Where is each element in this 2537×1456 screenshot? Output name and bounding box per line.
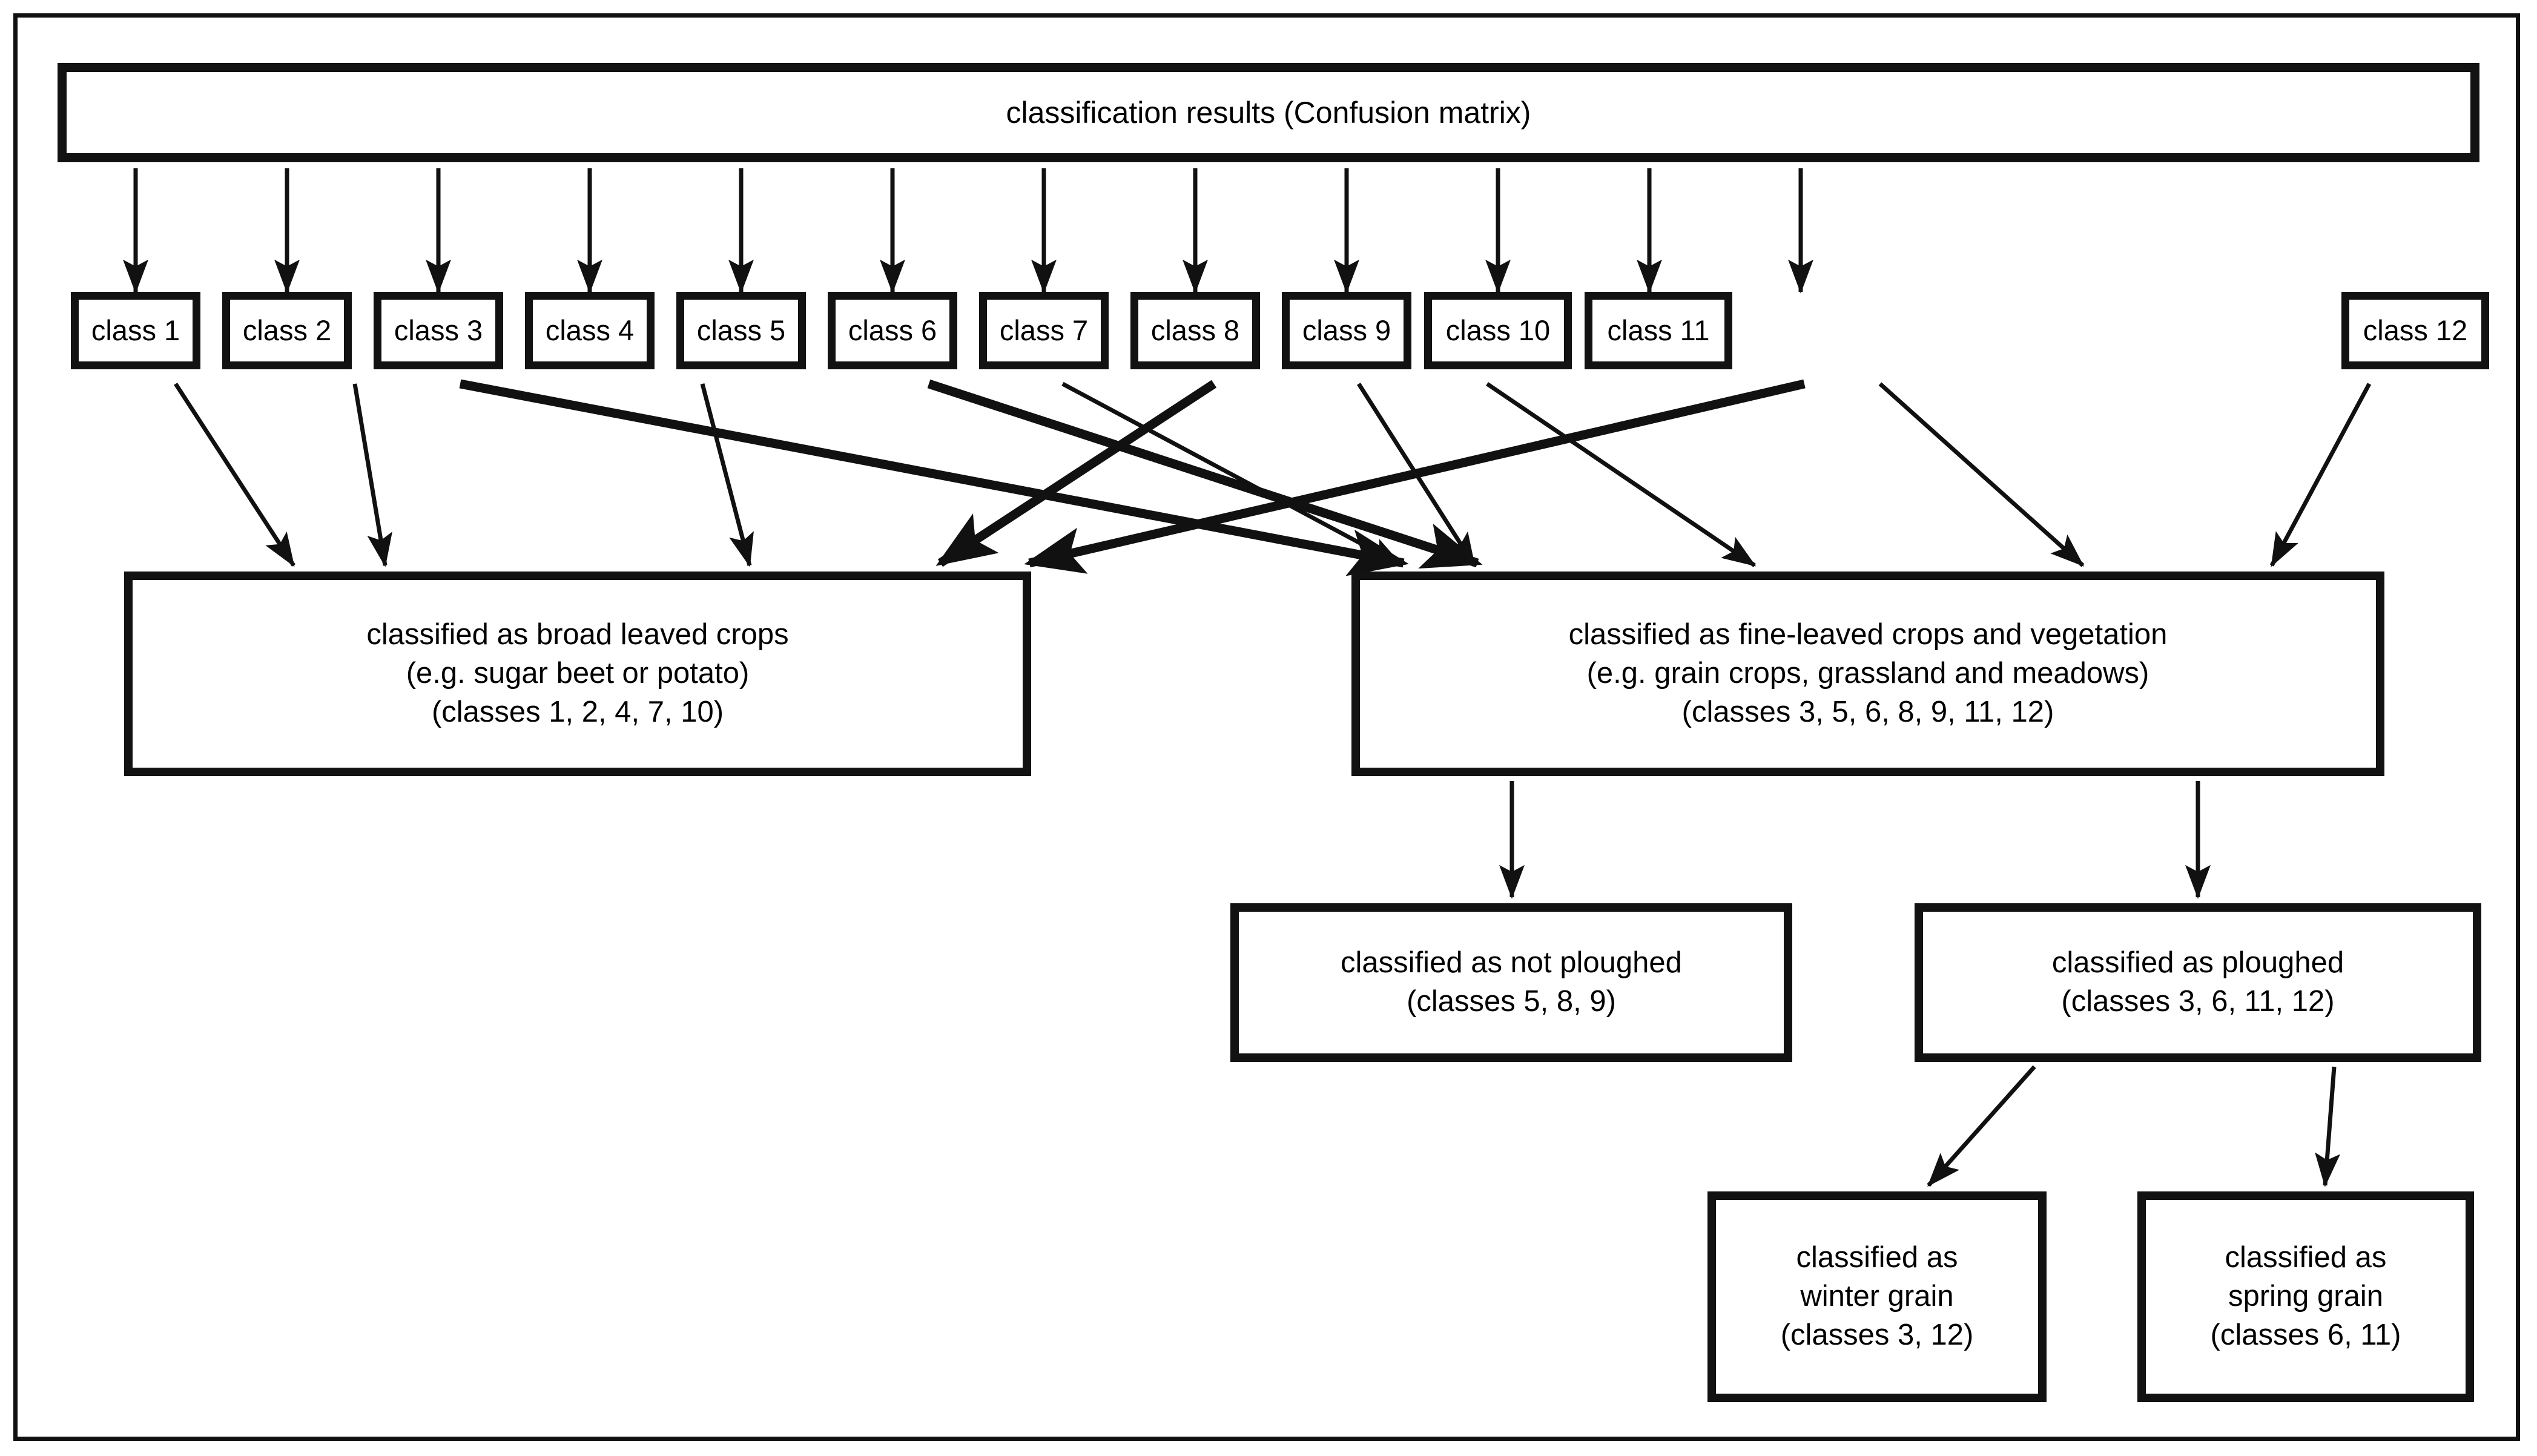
node-label: classified as ploughed (classes 3, 6, 11… [2051,946,2344,1018]
edge-c6-fine [1061,381,1404,568]
edge-c11-fine [1878,382,2085,567]
node-class-11[interactable]: class 11 [1585,292,1732,369]
node-class-1[interactable]: class 1 [71,292,200,369]
edge-class-to-broad-leaved [174,383,754,567]
edge-ploughed-to-grain [1927,1065,2340,1187]
node-not-ploughed[interactable]: classified as not ploughed (classes 5, 8… [1230,903,1792,1062]
edge-class-to-broad-leaved-long [935,379,1806,574]
node-class-8[interactable]: class 8 [1130,292,1260,369]
node-label: class 5 [696,314,786,347]
node-label: class 7 [999,314,1089,347]
node-fine-leaved-crops[interactable]: classified as fine-leaved crops and vege… [1351,572,2384,776]
node-label: class 1 [91,314,180,347]
edge-c8-fine [1357,383,1476,567]
node-class-2[interactable]: class 2 [222,292,352,369]
edge-fine-to-subgroups [1499,781,2211,899]
node-label: class 9 [1302,314,1391,347]
node-class-10[interactable]: class 10 [1424,292,1572,369]
node-class-5[interactable]: class 5 [676,292,806,369]
edge-c7-broad [935,380,1217,567]
edge-c2-broad [352,383,392,567]
edge-ploughed-spring [2315,1066,2340,1187]
edge-c1-broad [174,383,295,567]
node-class-12[interactable]: class 12 [2341,292,2489,369]
edge-root-to-classes [123,168,1813,294]
node-label: class 11 [1607,314,1710,347]
node-label: classified as spring grain (classes 6, 1… [2210,1241,2401,1351]
node-label: class 2 [242,314,332,347]
edge-c12-fine [2269,383,2372,567]
node-label: class 12 [2363,314,2468,347]
edge-c4-broad [700,383,754,567]
node-label: classified as not ploughed (classes 5, 8… [1341,946,1682,1018]
node-label: class 10 [1445,314,1551,347]
node-label: class 8 [1150,314,1240,347]
node-label: class 4 [545,314,635,347]
edge-c9-fine [1486,382,1757,567]
node-class-7[interactable]: class 7 [979,292,1109,369]
node-class-4[interactable]: class 4 [525,292,655,369]
node-broad-leaved-crops[interactable]: classified as broad leaved crops (e.g. s… [124,572,1031,776]
node-spring-grain[interactable]: classified as spring grain (classes 6, 1… [2137,1191,2474,1402]
edge-c5-fine [927,379,1483,569]
node-label: classified as fine-leaved crops and vege… [1568,618,2168,728]
node-class-3[interactable]: class 3 [374,292,503,369]
edge-class-to-fine-leaved [1061,381,2372,568]
node-label: classified as broad leaved crops (e.g. s… [366,618,789,728]
node-label: class 3 [394,314,483,347]
node-label: classification results (Confusion matrix… [1006,95,1531,130]
node-classification-results[interactable]: classification results (Confusion matrix… [58,63,2479,162]
edge-ploughed-winter [1927,1065,2036,1187]
node-class-6[interactable]: class 6 [828,292,957,369]
node-ploughed[interactable]: classified as ploughed (classes 3, 6, 11… [1915,903,2481,1062]
node-label: classified as winter grain (classes 3, 1… [1780,1241,1974,1351]
node-class-9[interactable]: class 9 [1282,292,1411,369]
edge-class-to-fine-leaved-long [459,379,1483,576]
node-label: class 6 [848,314,937,347]
edge-c3-fine [459,379,1409,576]
node-winter-grain[interactable]: classified as winter grain (classes 3, 1… [1707,1191,2047,1402]
